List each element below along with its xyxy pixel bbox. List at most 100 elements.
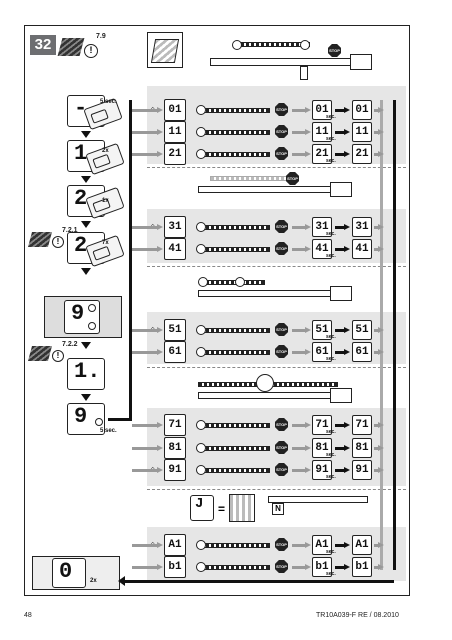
row-exit-arrow [374,467,384,473]
row-gear [196,347,206,357]
ref-7-2-2: 7.2.2 [62,341,78,348]
row-result-arrow [335,422,350,428]
row-gear [196,222,206,232]
row-exit-arrow [374,327,384,333]
row-result-display-2: 61 [352,342,372,362]
row-exit-arrow [374,422,384,428]
row-stop-sign: STOP [275,242,288,255]
row-sec-label: sec. [326,136,336,142]
row-result-display-1: 41 [312,239,332,259]
row-exit-arrow [374,107,384,113]
footer-doc-code: TR10A039-F RE / 08.2010 [316,612,399,619]
row-to-result-arrow [292,107,311,113]
row-stop-sign: STOP [275,220,288,233]
row-result-display-2: b1 [352,557,372,577]
row-exit-arrow [374,349,384,355]
row-sec-label: sec. [326,452,336,458]
arrow-down-2 [81,176,91,183]
group4-gauge [256,374,274,392]
row-exit-arrow [374,445,384,451]
row-result-display-2: 71 [352,415,372,435]
row-entry-arrow [132,542,163,548]
row-to-result-arrow [292,564,311,570]
band-divider-2 [147,266,406,267]
arrow-down-4 [81,268,91,275]
info-icon-722: ! [52,350,64,362]
row-to-result-arrow [292,246,311,252]
row-entry-arrow [132,224,163,230]
row-gear [196,420,206,430]
row-entry-arrow [132,564,163,570]
row-code-display: 71 [164,414,186,436]
row-result-display-1: b1 [312,557,332,577]
group5-equals: = [218,502,226,516]
row-entry-arrow [132,246,163,252]
group3-motor [330,286,352,301]
opener-button-bottom[interactable] [88,322,96,330]
row-stop-sign: STOP [275,463,288,476]
row-entry-arrow [132,422,163,428]
row-result-display-1: 81 [312,438,332,458]
row-stop-sign: STOP [275,418,288,431]
row-result-display-2: 01 [352,100,372,120]
row-result-display-1: A1 [312,535,332,555]
ref-7-9: 7.9 [96,33,106,40]
row-gear [196,244,206,254]
row-result-arrow [335,246,350,252]
group5-drive [268,496,368,503]
final-arrow-head [118,576,125,586]
row-chain [200,152,270,157]
display-final-0: 0 [52,558,86,588]
row-to-result-arrow [292,542,311,548]
group3-gear-1 [198,277,208,287]
row-gear [196,443,206,453]
group3-drive [198,290,338,297]
row-sec-label: sec. [326,158,336,164]
row-entry-arrow [132,349,163,355]
arrow-down-1 [81,131,91,138]
row-code-display: 91 [164,459,186,481]
row-to-result-arrow [292,224,311,230]
row-result-display-1: 91 [312,460,332,480]
row-stop-sign: STOP [275,345,288,358]
row-chain [200,350,270,355]
arrow-down-6 [81,394,91,401]
row-code-display: 11 [164,121,186,143]
opener-button-top[interactable] [88,304,96,312]
group4-motor [330,388,352,403]
row-result-arrow [335,327,350,333]
group2-drive [198,186,338,193]
info-icon-721: ! [52,236,64,248]
row-exit-arrow [374,542,384,548]
remote-icon-722 [27,346,53,361]
row-result-display-1: 11 [312,122,332,142]
row-result-display-2: 41 [352,239,372,259]
row-sec-label: sec. [326,571,336,577]
group5-door-icon [229,494,255,522]
label-7x: 7x [102,240,109,246]
row-stop-sign: STOP [275,125,288,138]
row-chain [200,247,270,252]
row-gear [196,325,206,335]
row-stop-sign: STOP [275,103,288,116]
row-entry-arrow [132,445,163,451]
top-stop-sign: STOP [328,44,341,57]
row-stop-sign: STOP [275,147,288,160]
row-chain [200,108,270,113]
row-entry-arrow [132,467,163,473]
arrow-down-5 [81,342,91,349]
row-sec-label: sec. [326,549,336,555]
row-result-display-1: 01 [312,100,332,120]
row-sec-label: sec. [326,356,336,362]
right-black-vline [393,100,396,570]
row-to-result-arrow [292,129,311,135]
row-result-arrow [335,151,350,157]
footer-page-number: 48 [24,612,32,619]
row-stop-sign: STOP [275,538,288,551]
row-code-display: 01 [164,99,186,121]
row-chain [200,328,270,333]
button-hold-5sec[interactable] [95,418,103,426]
row-result-display-1: 31 [312,217,332,237]
row-sec-label: sec. [326,114,336,120]
row-code-display: 81 [164,437,186,459]
